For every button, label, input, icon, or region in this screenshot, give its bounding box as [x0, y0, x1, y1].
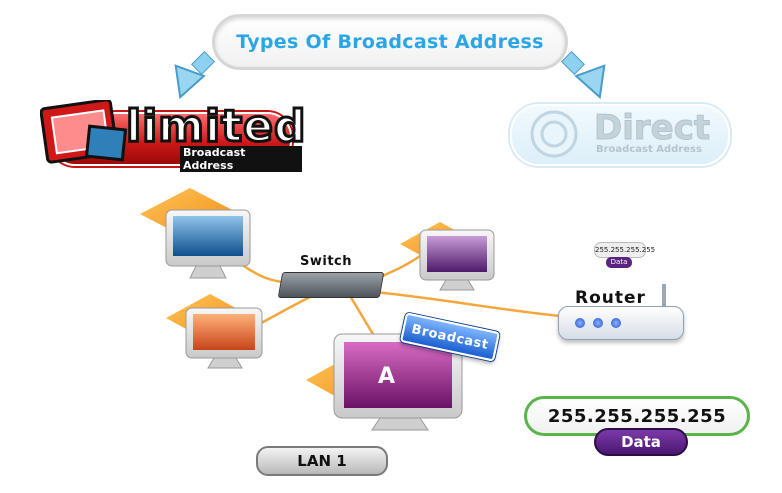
data-pill: Data [594, 428, 688, 456]
title-banner: Types Of Broadcast Address [212, 14, 568, 70]
broadcast-ip: 255.255.255.255 [547, 405, 727, 427]
limited-subtitle: Broadcast Address [180, 146, 302, 172]
direct-subtitle: Broadcast Address [596, 144, 702, 155]
data-label: Data [621, 433, 661, 451]
switch-icon [277, 272, 385, 298]
arrow-right-icon [560, 50, 606, 100]
router-icon [558, 306, 684, 340]
monitor-top-right-icon [400, 222, 495, 291]
lan-badge: LAN 1 [256, 446, 388, 476]
window-icon [40, 100, 128, 164]
lan-label: LAN 1 [297, 452, 347, 470]
router-led-icon [593, 318, 603, 328]
router-packet-ip: 255.255.255.255 [594, 242, 655, 258]
monitor-top-left-icon [140, 188, 251, 279]
limited-title: limited [124, 100, 307, 153]
page-title: Types Of Broadcast Address [236, 31, 544, 53]
router-packet-data: Data [606, 257, 632, 268]
router-antenna-icon [662, 284, 666, 306]
arrow-left-icon [174, 50, 216, 100]
monitor-a-label: A [378, 364, 396, 389]
monitor-middle-left-icon [166, 294, 263, 369]
limited-broadcast-badge: limited Broadcast Address [40, 100, 307, 172]
monitor-a-icon [306, 333, 463, 431]
router-packet-tag: 255.255.255.255 Data [594, 242, 655, 270]
router-label: Router [575, 288, 646, 308]
router-led-icon [575, 318, 585, 328]
direct-broadcast-badge: Direct Broadcast Address [510, 104, 730, 166]
direct-pill-background [510, 104, 730, 166]
router-led-icon [611, 318, 621, 328]
broadcast-ip-pill: 255.255.255.255 [524, 396, 750, 436]
direct-title: Direct [593, 108, 711, 149]
direct-logo-icon [530, 110, 578, 158]
switch-label: Switch [300, 254, 353, 269]
